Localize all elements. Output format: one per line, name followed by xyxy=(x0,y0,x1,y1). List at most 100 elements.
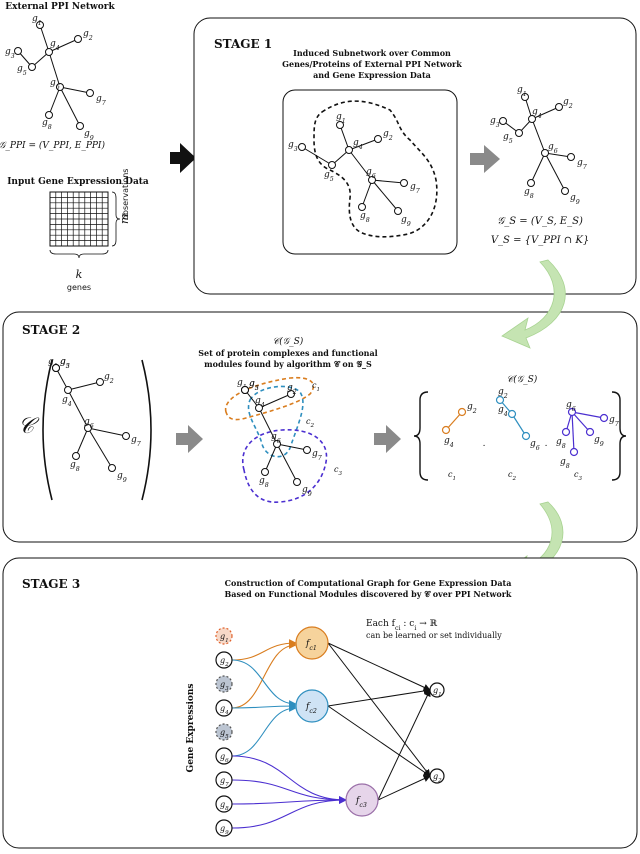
stage-2-caption-formula: 𝒞(𝒢_S) xyxy=(273,336,304,347)
gene-to-module-edge xyxy=(231,641,297,709)
network-edge xyxy=(48,51,61,88)
network-edge xyxy=(87,427,127,437)
stage-1-formula-graph: 𝒢_S = (V_S, E_S) xyxy=(497,216,583,227)
module-to-output-edge xyxy=(377,775,431,801)
network-edge xyxy=(530,152,546,184)
input-node-g8 xyxy=(215,795,233,813)
input-node-g1 xyxy=(215,627,233,645)
node-g4 xyxy=(255,404,263,412)
network-edge xyxy=(258,407,278,445)
gene-label-g8: g8 xyxy=(524,187,534,200)
node-g1 xyxy=(521,93,529,101)
network-edge xyxy=(276,443,298,483)
ppi-formula: 𝒢_PPI = (V_PPI, E_PPI) xyxy=(0,140,105,151)
gene-label-g4: g4 xyxy=(444,436,454,449)
network-edge xyxy=(531,118,546,154)
stage-1-title: STAGE 1 xyxy=(214,37,272,51)
observations-label: observations xyxy=(121,169,130,220)
gene-label-g6: g6 xyxy=(220,752,229,764)
gene-label-g2: g2 xyxy=(498,387,508,400)
gene-label-g2: g2 xyxy=(83,29,93,42)
ppi-title: External PPI Network xyxy=(5,2,115,12)
k-label: k xyxy=(76,268,83,281)
stage-2-panel: STAGE 2𝒞g1g2g3g4g5g6g7g8g9𝒞(𝒢_S)Set of p… xyxy=(2,311,638,543)
gene-label-g2: g2 xyxy=(220,656,229,668)
network-edge xyxy=(531,106,560,120)
gene-expressions-axis-label: Gene Expressions xyxy=(186,684,196,773)
module-to-output-edge xyxy=(327,642,431,777)
input-node-g6 xyxy=(215,747,233,765)
node-g9 xyxy=(76,122,84,130)
right-paren xyxy=(141,359,152,501)
clustered-network: g1g2g3g4g5g6g7g8g9c1c2c3 xyxy=(224,376,342,503)
network-edge xyxy=(87,427,113,469)
node-g6 xyxy=(84,424,92,432)
gene-label-g7: g7 xyxy=(609,415,619,428)
right-arrow-grey-icon xyxy=(374,425,401,453)
result-c2-label: c2 xyxy=(508,470,516,482)
stage-1-formula-vertices: V_S = {V_PPI ∩ K} xyxy=(491,235,589,246)
module-node-g8 xyxy=(569,447,579,457)
module-function-nodes: fc1 fc2 fc3 xyxy=(295,626,379,817)
module-edge xyxy=(511,413,527,437)
gene-label-g4: g4 xyxy=(498,405,508,418)
input-node-g4 xyxy=(215,699,233,717)
node-g5 xyxy=(241,386,249,394)
right-arrow-grey-icon xyxy=(470,145,500,173)
gene-label-g6: g6 xyxy=(548,142,558,155)
module-node-g8 xyxy=(561,427,571,437)
gene-label-g9: g9 xyxy=(401,215,411,228)
gene-label-g5: g5 xyxy=(249,379,259,392)
output-node-g2 xyxy=(429,768,445,784)
gene-to-module-edge xyxy=(231,755,347,804)
cluster-c3-label: c3 xyxy=(334,465,342,477)
network-edge xyxy=(258,393,292,409)
network-edge xyxy=(59,86,91,94)
input-node-g3 xyxy=(215,675,233,693)
gene-label-g7: g7 xyxy=(220,776,229,788)
stage-3-caption-line2: Based on Functional Modules discovered b… xyxy=(225,589,512,599)
gene-to-module-edge xyxy=(231,796,347,805)
module-function-label: fc2 xyxy=(305,702,317,715)
gene-label-g3: g3 xyxy=(490,116,500,129)
network-edge xyxy=(39,24,50,53)
node-g9 xyxy=(561,187,569,195)
node-g5 xyxy=(28,63,36,71)
stage-2-title: STAGE 2 xyxy=(22,323,80,337)
gene-label-g5: g5 xyxy=(17,64,27,77)
stage-3-title: STAGE 3 xyxy=(22,577,80,591)
module-node-g4 xyxy=(441,425,451,435)
node-g7 xyxy=(122,432,130,440)
module-function-f-c1 xyxy=(295,626,329,660)
gene-to-module-edge xyxy=(231,704,297,757)
gene-label-g9: g9 xyxy=(302,485,312,498)
gene-to-module-edge xyxy=(231,796,347,829)
module-function-label: fc3 xyxy=(355,796,367,809)
node-g8 xyxy=(358,203,366,211)
gene-label-g8: g8 xyxy=(42,118,52,131)
module-node-g2 xyxy=(457,407,467,417)
gene-label-g7: g7 xyxy=(96,94,106,107)
node-g3 xyxy=(499,117,507,125)
node-g5 xyxy=(52,364,60,372)
node-g3 xyxy=(298,143,306,151)
gene-label-g8: g8 xyxy=(70,460,80,473)
stage-2-caption-line3: modules found by algorithm 𝒞 on 𝒢_S xyxy=(204,359,372,369)
computational-graph-edges xyxy=(231,639,431,829)
right-arrow-black-icon xyxy=(170,143,196,173)
cluster-c2-label: c2 xyxy=(306,417,314,429)
gene-label-g8: g8 xyxy=(360,211,370,224)
result-c1-label: c1 xyxy=(448,470,456,482)
network-edge xyxy=(361,179,373,208)
node-g1 xyxy=(336,121,344,129)
module-node-g9 xyxy=(585,427,595,437)
node-g9 xyxy=(293,478,301,486)
module-function-label: fc1 xyxy=(305,639,317,652)
node-g8 xyxy=(261,468,269,476)
